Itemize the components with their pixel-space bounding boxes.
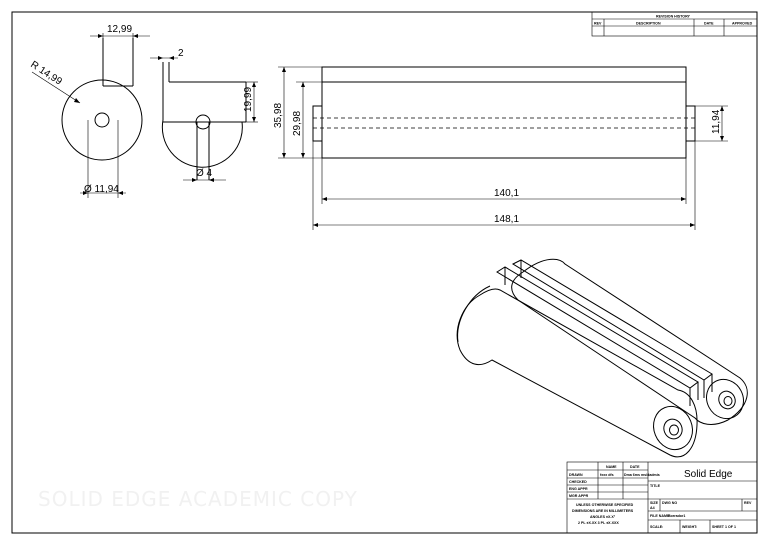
dim-height-outer: 35,98 xyxy=(273,103,284,128)
dim-shaft-dia: 11,94 xyxy=(711,109,722,134)
dim-phi-small: Ø 4 xyxy=(196,168,213,179)
note-line-4: 2 PL ±X.XX 3 PL ±X.XXX xyxy=(578,521,619,525)
approved-col-header: APPROVED xyxy=(732,22,753,26)
note-line-3: ANGLES ±X.X° xyxy=(590,515,616,519)
description-col-header: DESCRIPTION xyxy=(636,22,661,26)
sheet-border xyxy=(11,11,758,534)
drawn-name: fxxx dfs xyxy=(600,473,614,477)
dim-fin-height: 19,99 xyxy=(243,87,254,112)
drawn-label: DRAWN xyxy=(569,473,583,477)
name-header: NAME xyxy=(606,465,617,469)
dim-length-outer: 148,1 xyxy=(494,214,519,225)
title-block: NAME DATE DRAWN fxxx dfs Dma 6ms ms/dadm… xyxy=(566,461,758,534)
scale-label: SCALE: xyxy=(650,525,663,529)
academic-watermark: SOLID EDGE ACADEMIC COPY xyxy=(38,487,358,511)
size-label: SIZE xyxy=(650,501,659,505)
sheet-label: SHEET 1 OF 1 xyxy=(712,525,736,529)
rev-label: REV xyxy=(744,501,752,505)
note-line-2: DIMENSIONS ARE IN MILLIMETERS xyxy=(572,509,634,513)
dim-diameter: Ø 11,94 xyxy=(84,184,119,195)
eng-appr-label: ENG APPR xyxy=(569,487,588,491)
end-view-left: 12,99 R 14,99 Ø 11,94 xyxy=(28,24,150,198)
date-header: DATE xyxy=(630,465,640,469)
file-name-value: Borrador1 xyxy=(668,514,685,518)
size-value: A4 xyxy=(650,506,655,510)
revision-history-title: REVISION HISTORY xyxy=(656,15,691,19)
dim-fin-thickness: 2 xyxy=(178,48,184,59)
front-view: 35,98 29,98 11,94 140,1 148,1 xyxy=(273,66,728,230)
title-label: TITLE xyxy=(650,484,661,488)
dim-radius: R 14,99 xyxy=(28,59,64,88)
drawn-date: Dma 6ms ms/dadmis xyxy=(624,473,660,477)
revision-history-table: REVISION HISTORY REV DESCRIPTION DATE AP… xyxy=(591,11,758,37)
note-line-1: UNLESS OTHERWISE SPECIFIED xyxy=(576,503,634,507)
file-name-label: FILE NAME: xyxy=(650,514,671,518)
checked-label: CHECKED xyxy=(569,480,587,484)
end-view-right: 2 19,99 Ø 4 xyxy=(150,48,258,182)
dim-height-inner: 29,98 xyxy=(292,111,303,136)
mgr-appr-label: MGR APPR xyxy=(569,494,589,498)
dwg-no-label: DWG NO xyxy=(662,501,677,505)
dim-width-top: 12,99 xyxy=(107,24,132,35)
weight-label: WEIGHT: xyxy=(682,525,697,529)
dim-length-inner: 140,1 xyxy=(494,188,519,199)
rev-col-header: REV xyxy=(594,22,602,26)
isometric-view xyxy=(456,258,748,458)
date-col-header: DATE xyxy=(704,22,714,26)
solid-edge-brand: Solid Edge xyxy=(684,469,733,480)
